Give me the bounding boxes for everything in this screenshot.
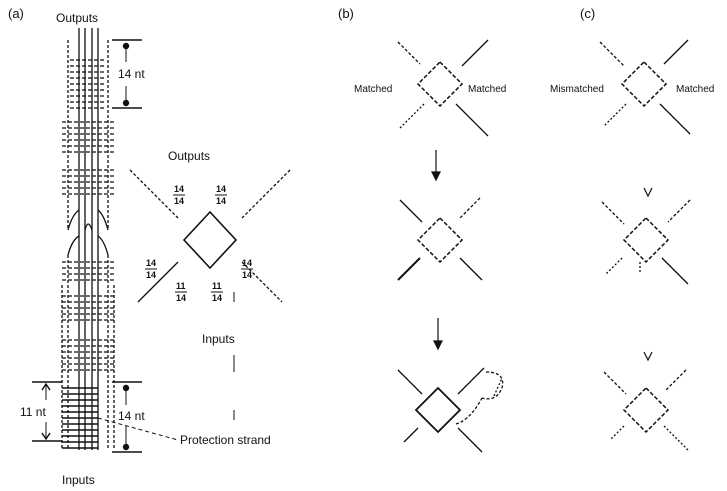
outputs-top-label: Outputs — [56, 11, 98, 25]
panel-b-gate-stage-1 — [397, 39, 489, 137]
panel-b-gate-stage-3 — [397, 367, 504, 453]
panel-c-arrow-2 — [643, 351, 653, 362]
panel-a-label: (a) — [8, 6, 24, 21]
fraction-den-mid-right: 14 — [242, 270, 252, 280]
panel-b-arrow-1 — [431, 150, 441, 182]
dimension-11nt-left — [32, 381, 62, 442]
gate-fractions: 14 14 14 14 14 14 14 14 11 14 11 14 — [145, 184, 253, 303]
fraction-num-mid-left: 14 — [146, 258, 156, 268]
panel-c-gate-stage-2 — [601, 199, 691, 285]
panel-c-arrow-1 — [643, 187, 653, 198]
dimension-14nt-top — [112, 39, 142, 109]
panel-c-label: (c) — [580, 6, 595, 21]
panel-b-arrow-2 — [433, 318, 443, 351]
fraction-den-bottom-right: 14 — [212, 293, 222, 303]
length-14nt-right-label: 14 nt — [118, 409, 145, 423]
panel-b-right-arm-label: Matched — [468, 84, 506, 95]
panel-c-right-arm-label: Matched — [676, 84, 714, 95]
panel-b-left-arm-label: Matched — [354, 84, 392, 95]
fraction-den-mid-left: 14 — [146, 270, 156, 280]
panel-a: (a) Outputs Inputs — [8, 6, 291, 487]
panel-c-gate-stage-1 — [599, 39, 691, 135]
length-14nt-top-label: 14 nt — [118, 67, 145, 81]
inputs-mid-label: Inputs — [202, 332, 235, 346]
outputs-mid-label: Outputs — [168, 149, 210, 163]
panel-c-gate-stage-3 — [603, 369, 689, 451]
dimension-14nt-right — [112, 381, 142, 453]
gate-schematic-a — [129, 169, 291, 303]
fraction-num-top-right: 14 — [216, 184, 226, 194]
fraction-num-top-left: 14 — [174, 184, 184, 194]
protection-strand-label: Protection strand — [180, 433, 271, 447]
panel-c-left-arm-label: Mismatched — [550, 84, 604, 95]
panel-b-label: (b) — [338, 6, 354, 21]
panel-c: (c) Mismatched Matched — [550, 6, 714, 451]
fraction-den-bottom-left: 14 — [176, 293, 186, 303]
fraction-den-top-right: 14 — [216, 196, 226, 206]
fraction-num-mid-right: 14 — [242, 258, 252, 268]
inputs-bottom-label: Inputs — [62, 473, 95, 487]
fraction-den-top-left: 14 — [174, 196, 184, 206]
fraction-num-bottom-left: 11 — [176, 281, 186, 291]
length-11nt-left-label: 11 nt — [20, 405, 46, 419]
base-pair-rungs — [62, 59, 114, 371]
duplex-strands — [61, 28, 115, 450]
panel-b: (b) Matched Matched — [338, 6, 506, 453]
fraction-num-bottom-right: 11 — [212, 281, 222, 291]
panel-b-gate-stage-2 — [397, 197, 483, 281]
protected-input-region — [62, 387, 98, 449]
